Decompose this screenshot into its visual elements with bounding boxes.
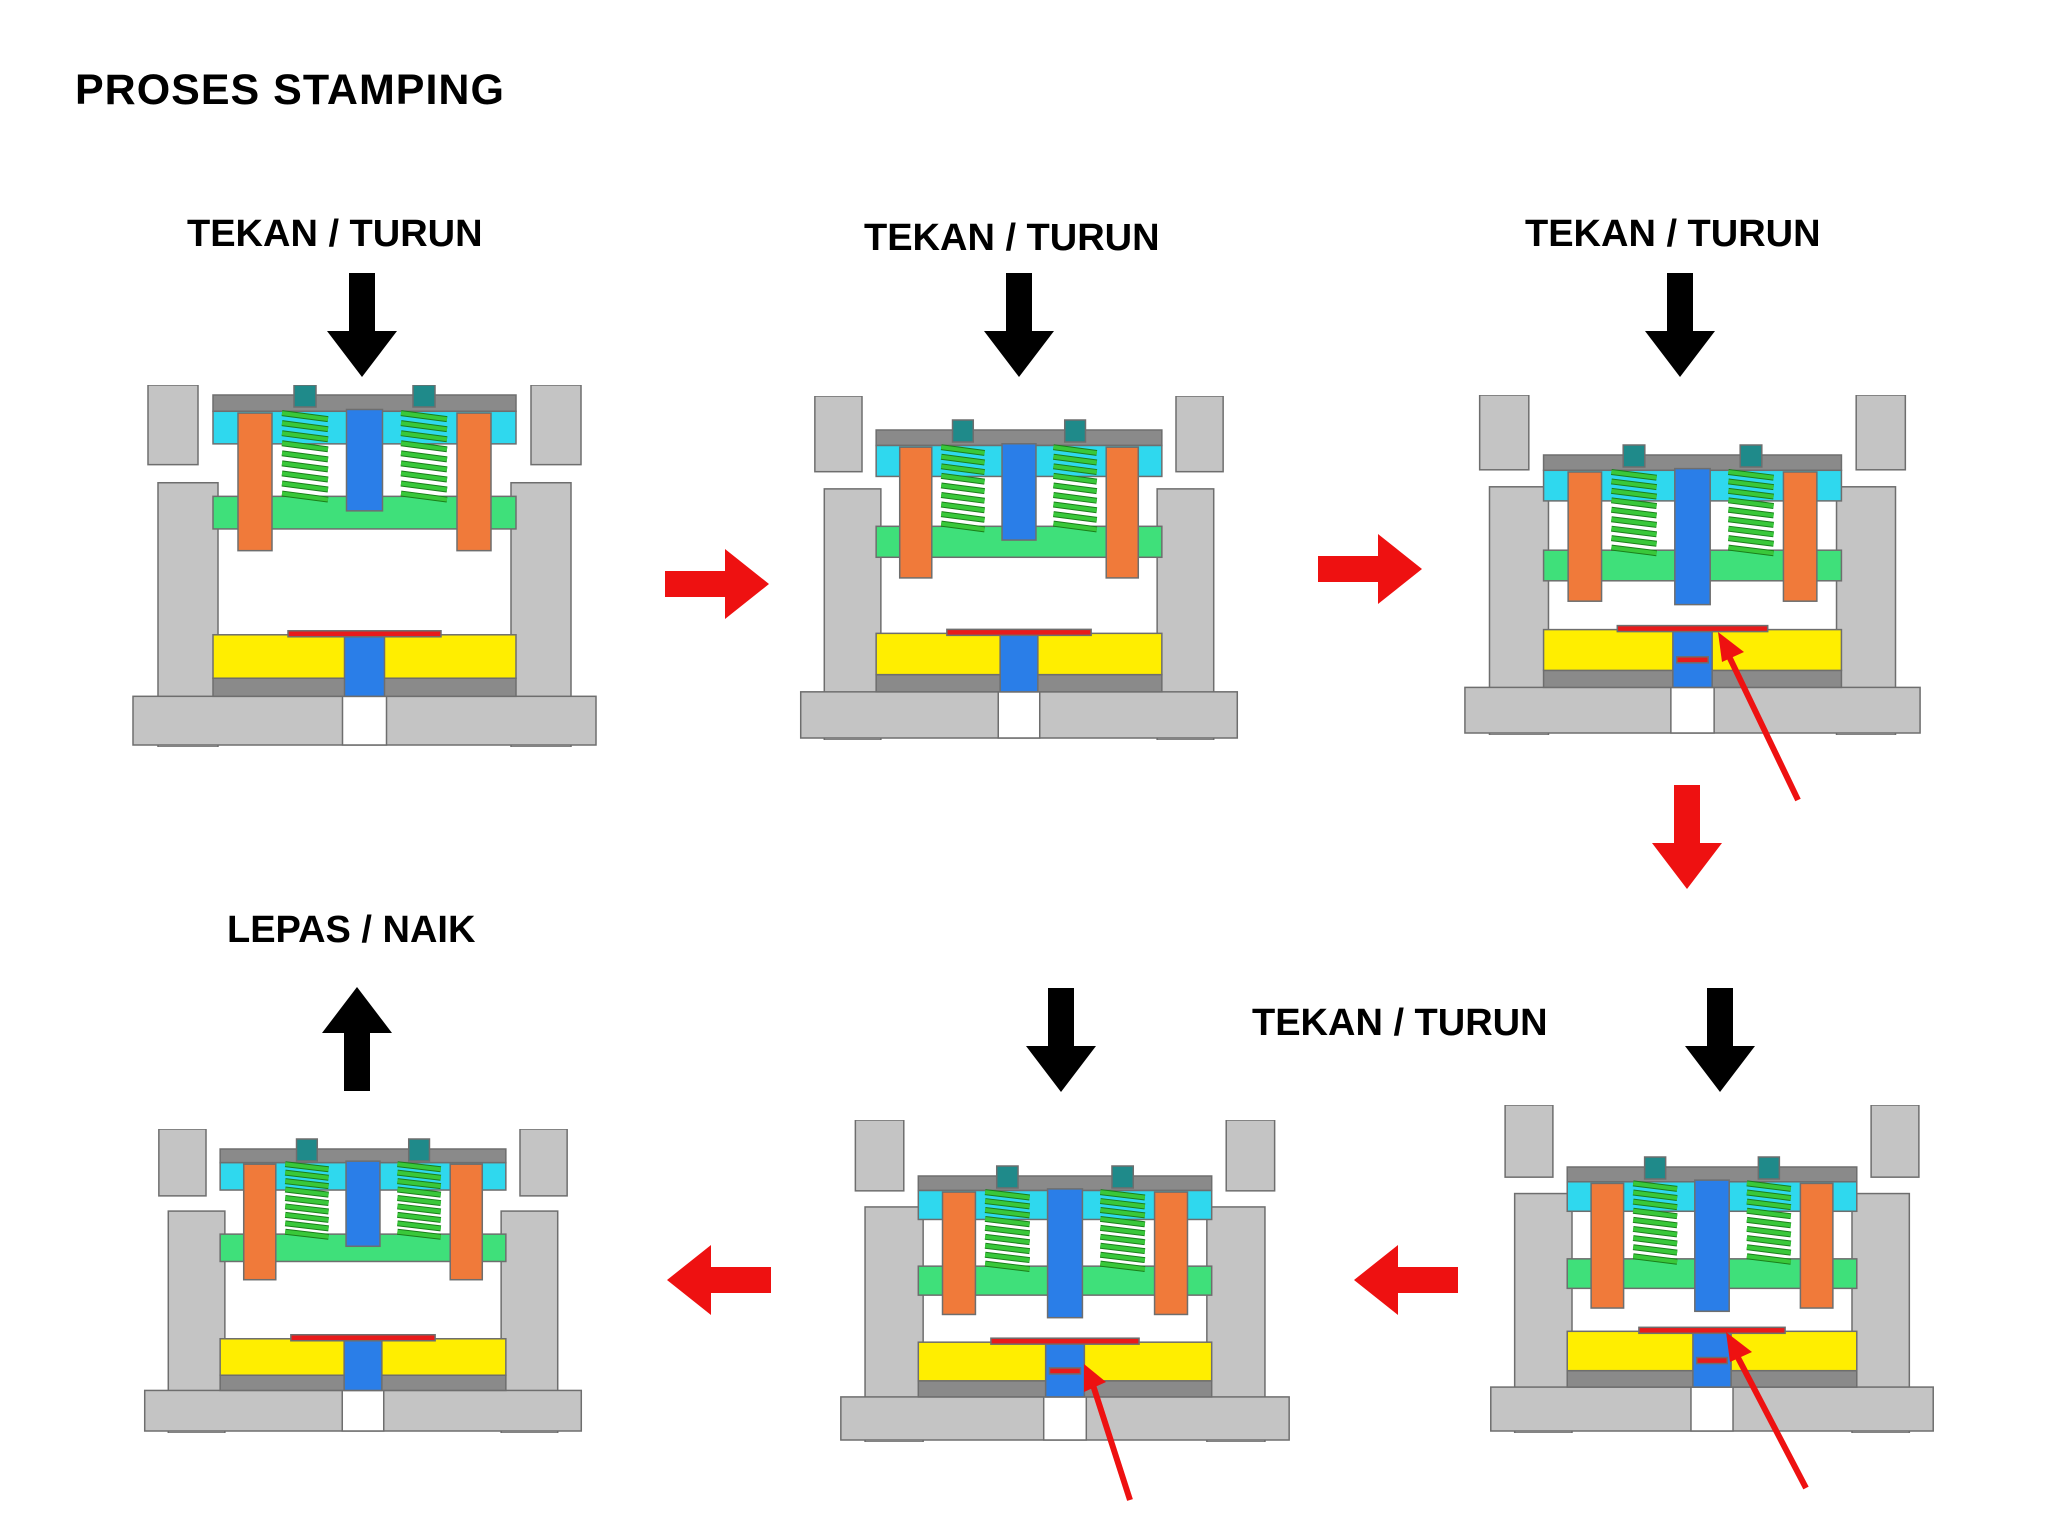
guide-pin-left	[1567, 471, 1603, 602]
guide-pin-left	[242, 1163, 277, 1281]
punch	[1674, 467, 1711, 606]
guide-pin-left	[237, 412, 273, 552]
upper-guide-post-right	[1855, 395, 1907, 471]
bolt-right	[1757, 1156, 1781, 1180]
punch	[1001, 443, 1037, 541]
flow-arrow-icon	[1652, 785, 1722, 889]
upper-guide-post-left	[147, 385, 199, 466]
pointer-arrow-icon	[1084, 1364, 1133, 1501]
workpiece-sheet	[1616, 624, 1769, 633]
label-press-4: TEKAN / TURUN	[1252, 1002, 1548, 1044]
punch	[1694, 1179, 1730, 1313]
slug-hole	[341, 1389, 385, 1432]
bolt-left	[1622, 444, 1646, 468]
spring	[984, 1190, 1030, 1272]
slug	[1048, 1367, 1082, 1375]
arrow-down-icon	[984, 273, 1054, 377]
bolt-left	[995, 1165, 1019, 1189]
upper-guide-post-right	[1225, 1120, 1276, 1192]
spring	[1611, 470, 1657, 556]
guide-pin-left	[898, 446, 933, 579]
guide-pin-right	[1782, 471, 1818, 602]
upper-guide-post-left	[158, 1129, 207, 1197]
punch	[345, 408, 384, 512]
slug-hole	[997, 691, 1041, 739]
spring	[281, 411, 329, 502]
die-panel-open	[128, 385, 601, 747]
spring	[1746, 1181, 1792, 1264]
bolt-right	[412, 385, 436, 408]
flow-arrow-icon	[1354, 1245, 1458, 1315]
slug-hole	[1042, 1396, 1088, 1441]
die-panel-approach	[796, 396, 1242, 740]
die-panel-bottom	[1486, 1105, 1938, 1433]
guide-pin-right	[449, 1163, 484, 1281]
spring	[1100, 1190, 1146, 1272]
label-press-1: TEKAN / TURUN	[187, 213, 483, 255]
die-button	[999, 632, 1039, 693]
arrow-up-icon	[322, 987, 392, 1091]
spring	[940, 445, 985, 532]
workpiece-sheet	[287, 630, 442, 638]
die-button	[343, 634, 386, 698]
bolt-left	[1643, 1156, 1667, 1180]
bolt-right	[1739, 444, 1763, 468]
label-press-2: TEKAN / TURUN	[864, 217, 1160, 259]
spring	[1053, 445, 1098, 532]
guide-pin-left	[941, 1191, 977, 1316]
spring	[1632, 1181, 1678, 1264]
spring	[397, 1162, 442, 1239]
flow-arrow-icon	[1318, 534, 1422, 604]
bolt-right	[1111, 1165, 1135, 1189]
upper-guide-post-left	[814, 396, 863, 473]
upper-guide-post-right	[1175, 396, 1224, 473]
bolt-left	[295, 1138, 319, 1162]
spring	[1728, 470, 1774, 556]
slug-hole	[1670, 686, 1715, 734]
guide-pin-left	[1590, 1182, 1625, 1309]
workpiece-sheet	[1638, 1326, 1786, 1335]
die-panel-release	[140, 1129, 586, 1433]
upper-guide-post-left	[854, 1120, 905, 1192]
upper-guide-post-left	[1504, 1105, 1554, 1178]
upper-guide-post-right	[1870, 1105, 1920, 1178]
workpiece-sheet	[990, 1337, 1140, 1345]
guide-pin-right	[1799, 1182, 1834, 1309]
guide-pin-right	[456, 412, 492, 552]
slug	[1695, 1356, 1729, 1365]
flow-arrow-icon	[667, 1245, 771, 1315]
die-panel-retract	[836, 1120, 1294, 1442]
upper-guide-post-right	[530, 385, 582, 466]
punch	[345, 1160, 381, 1248]
pointer-arrow-icon	[1726, 1332, 1809, 1490]
workpiece-sheet	[290, 1334, 436, 1342]
bolt-left	[951, 419, 975, 443]
punch	[1046, 1188, 1084, 1319]
upper-guide-post-right	[519, 1129, 568, 1197]
label-release: LEPAS / NAIK	[227, 909, 476, 951]
bolt-left	[293, 385, 317, 408]
guide-pin-right	[1153, 1191, 1189, 1316]
bolt-right	[1063, 419, 1087, 443]
page-title: PROSES STAMPING	[75, 66, 505, 114]
slug	[1676, 656, 1709, 664]
die-panel-pierce	[1460, 395, 1925, 735]
slug-hole	[1690, 1386, 1734, 1432]
bolt-right	[407, 1138, 431, 1162]
arrow-down-icon	[1645, 273, 1715, 377]
arrow-down-icon	[327, 273, 397, 377]
workpiece-sheet	[946, 628, 1092, 637]
flow-arrow-icon	[665, 549, 769, 619]
upper-guide-post-left	[1478, 395, 1530, 471]
arrow-down-icon	[1685, 988, 1755, 1092]
pointer-arrow-icon	[1718, 632, 1801, 802]
slug-hole	[341, 695, 388, 746]
arrow-down-icon	[1026, 988, 1096, 1092]
die-button	[343, 1338, 383, 1392]
spring	[284, 1162, 329, 1239]
spring	[400, 411, 448, 502]
guide-pin-right	[1105, 446, 1140, 579]
label-press-3: TEKAN / TURUN	[1525, 213, 1821, 255]
